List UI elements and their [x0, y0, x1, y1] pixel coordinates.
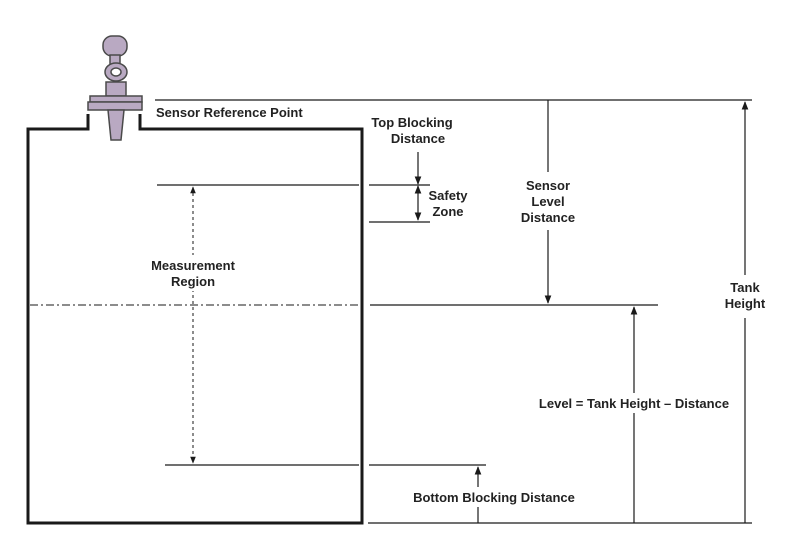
top-blocking-label: Top Blocking	[371, 115, 452, 130]
measurement-region-label: Measurement	[151, 258, 235, 273]
level-label-bg	[527, 393, 741, 413]
safety-zone-label-2: Zone	[432, 204, 463, 219]
sensor-level-distance-label: Sensor	[526, 178, 570, 193]
bottom-blocking-label-bg	[403, 487, 585, 507]
measurement-region-label-2: Region	[171, 274, 215, 289]
tank-outline	[26, 114, 364, 525]
bottom-blocking-label: Bottom Blocking Distance	[413, 490, 575, 505]
top-blocking-label-2: Distance	[391, 131, 445, 146]
tank-height-label: Tank	[730, 280, 760, 295]
tank-height-label-2: Height	[725, 296, 766, 311]
sensor-reference-point-label: Sensor Reference Point	[156, 105, 303, 120]
sensor-level-distance-label-3: Distance	[521, 210, 575, 225]
measurement-label-bg	[140, 255, 246, 291]
sensor-icon	[87, 35, 143, 141]
sensor-level-distance-label-2: Level	[531, 194, 564, 209]
safety-zone-label: Safety	[428, 188, 468, 203]
level-formula-label: Level = Tank Height – Distance	[539, 396, 729, 411]
